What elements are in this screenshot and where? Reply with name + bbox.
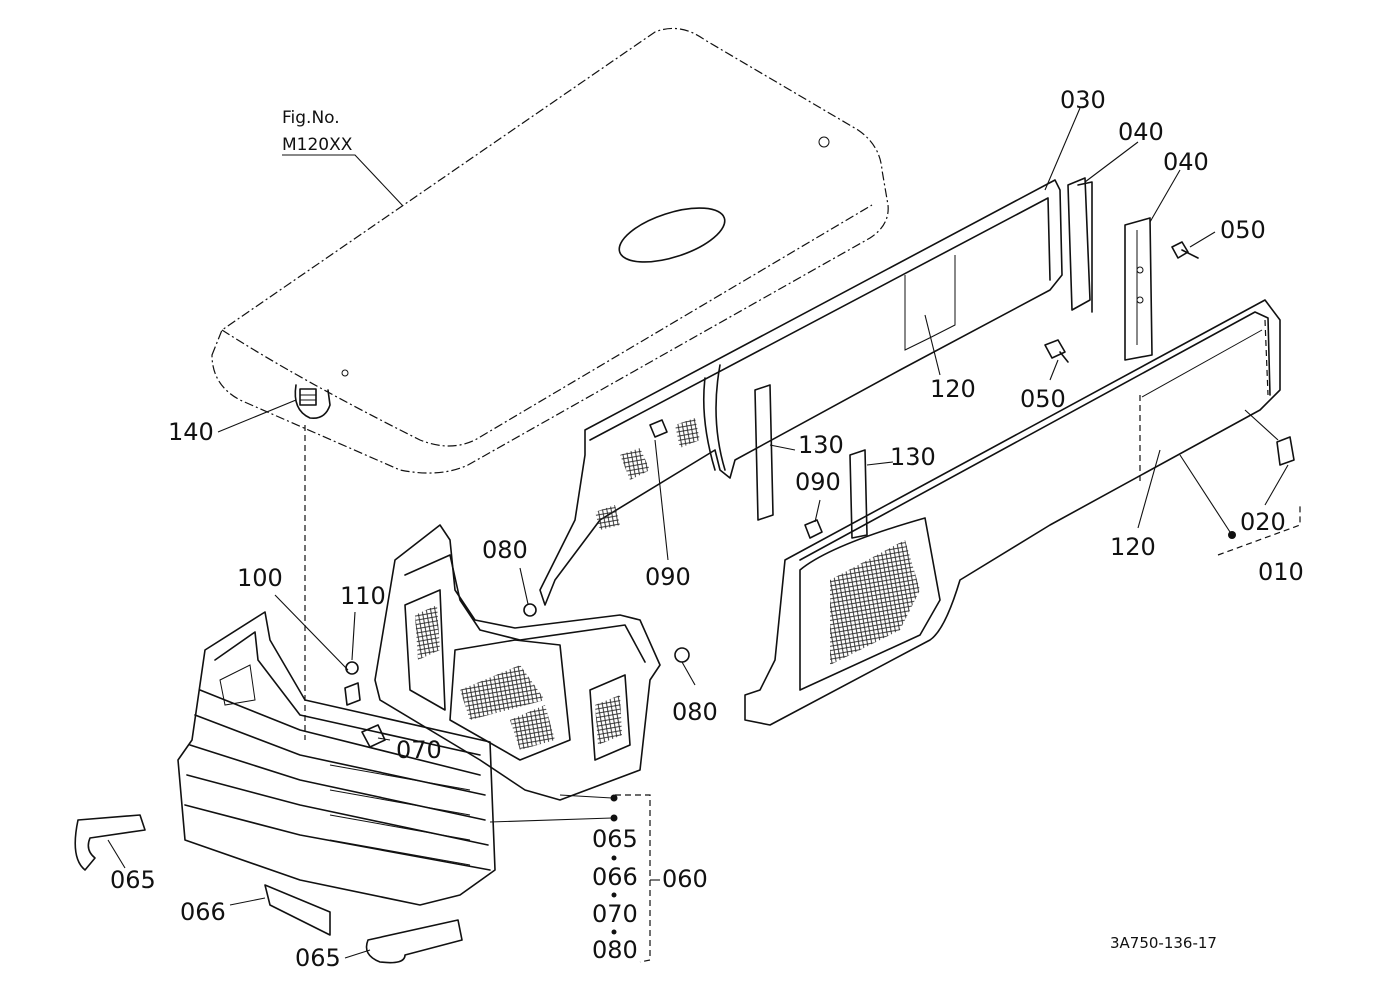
fig-no-label: Fig.No.: [282, 108, 340, 128]
callout-130-b: 130: [890, 443, 936, 471]
right-side-panel: [744, 299, 1281, 726]
left-side-panel: [539, 179, 1063, 606]
fastener-140-icon: [294, 384, 331, 740]
pad-130: [754, 384, 868, 539]
callout-050-a: 050: [1220, 216, 1266, 244]
callout-065-b: 065: [295, 944, 341, 972]
callout-120-b: 120: [1110, 533, 1156, 561]
callout-010: 010: [1258, 558, 1304, 586]
callout-130-a: 130: [798, 431, 844, 459]
callout-080-b: 080: [672, 698, 718, 726]
set-member-070: 070: [592, 900, 638, 928]
callout-065-c: 065: [592, 825, 638, 853]
leader-lines: [107, 107, 1301, 963]
bolt-icons: [649, 241, 1199, 539]
set-list-dots: [610, 794, 618, 935]
callout-140: 140: [168, 418, 214, 446]
drawing-code: 3A750-136-17: [1110, 934, 1217, 952]
set-label-060: 060: [662, 865, 708, 893]
callout-030: 030: [1060, 86, 1106, 114]
callout-040-b: 040: [1163, 148, 1209, 176]
callout-066-b: 066: [592, 863, 638, 891]
callout-090-b: 090: [645, 563, 691, 591]
front-grille: [177, 611, 496, 906]
brackets: [1067, 177, 1153, 361]
callout-065-a: 065: [110, 866, 156, 894]
callout-066-a: 066: [180, 898, 226, 926]
front-center-panel: [374, 524, 661, 801]
callout-040-a: 040: [1118, 118, 1164, 146]
callout-080-a: 080: [482, 536, 528, 564]
callout-070: 070: [396, 736, 442, 764]
callout-050-b: 050: [1020, 385, 1066, 413]
callout-020: 020: [1240, 508, 1286, 536]
callout-110: 110: [340, 582, 386, 610]
grommet-080-icon: [523, 603, 690, 663]
callout-090-a: 090: [795, 468, 841, 496]
decal-020: [1228, 436, 1295, 539]
hood-phantom: [211, 27, 889, 474]
set-member-080: 080: [592, 936, 638, 964]
foam-pads: [74, 814, 463, 964]
fig-no-value: M120XX: [282, 135, 353, 155]
callout-100: 100: [237, 564, 283, 592]
callout-120-a: 120: [930, 375, 976, 403]
clip-icons: [344, 661, 386, 748]
